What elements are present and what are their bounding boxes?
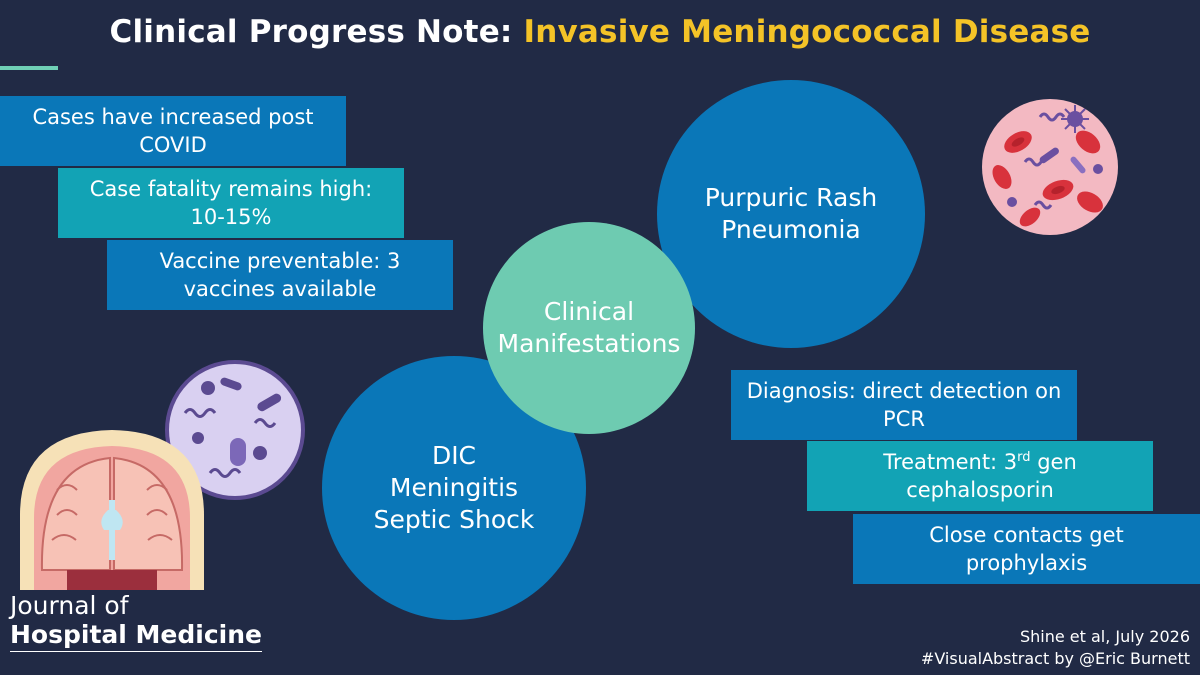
fact-diagnosis: Diagnosis: direct detection on PCR: [731, 370, 1077, 440]
circle-bottom-line2: Meningitis: [389, 473, 519, 502]
fact-cases-increased: Cases have increased post COVID: [0, 96, 346, 166]
journal-logo: Journal of Hospital Medicine: [10, 592, 262, 652]
page-title: Clinical Progress Note: Invasive Meningo…: [0, 14, 1200, 50]
brain-cross-section-icon: [20, 430, 204, 590]
credit-author: #VisualAbstract by @Eric Burnett: [920, 649, 1190, 668]
fact-treatment-text: Treatment: 3rd gen cephalosporin: [821, 448, 1139, 504]
fact-treatment-pre: Treatment: 3: [883, 450, 1018, 474]
title-prefix: Clinical Progress Note:: [109, 14, 513, 50]
circle-center-line1: Clinical: [543, 297, 635, 326]
circle-bottom-line3: Septic Shock: [373, 505, 535, 534]
credit-citation: Shine et al, July 2026: [1019, 627, 1190, 646]
circle-clinical-manifestations: Clinical Manifestations: [483, 222, 695, 434]
fact-treatment-post: gen cephalosporin: [906, 450, 1077, 502]
fact-diagnosis-text: Diagnosis: direct detection on PCR: [746, 379, 1062, 431]
fact-treatment: Treatment: 3rd gen cephalosporin: [807, 441, 1153, 511]
fact-case-fatality-text: Case fatality remains high: 10-15%: [89, 177, 373, 229]
fact-vaccine-preventable-text: Vaccine preventable: 3 vaccines availabl…: [159, 249, 401, 301]
fact-prophylaxis: Close contacts get prophylaxis: [853, 514, 1200, 584]
fact-case-fatality: Case fatality remains high: 10-15%: [58, 168, 404, 238]
credit: Shine et al, July 2026 #VisualAbstract b…: [921, 626, 1190, 670]
journal-line2: Hospital Medicine: [10, 620, 262, 652]
circle-purpuric-rash: Purpuric Rash Pneumonia: [657, 80, 925, 348]
circle-center-line2: Manifestations: [497, 329, 681, 358]
circle-top-line2: Pneumonia: [721, 215, 861, 244]
fact-treatment-sup: rd: [1017, 450, 1031, 465]
fact-cases-increased-text: Cases have increased post COVID: [32, 105, 314, 157]
fact-prophylaxis-text: Close contacts get prophylaxis: [929, 523, 1124, 575]
blood-cells-illustration-icon: [982, 99, 1118, 235]
title-highlight: Invasive Meningococcal Disease: [523, 14, 1091, 50]
journal-line1: Journal of: [10, 591, 129, 620]
accent-bar: [0, 66, 58, 70]
fact-vaccine-preventable: Vaccine preventable: 3 vaccines availabl…: [107, 240, 453, 310]
circle-top-line1: Purpuric Rash: [704, 183, 878, 212]
circle-bottom-line1: DIC: [431, 441, 477, 470]
